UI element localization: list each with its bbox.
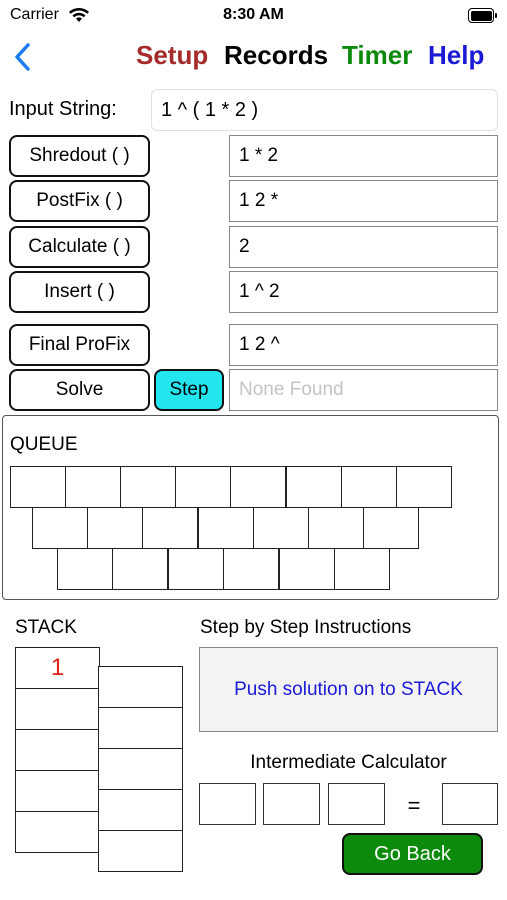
carrier-label: Carrier bbox=[10, 6, 59, 23]
stack-cell bbox=[98, 666, 183, 708]
stack-cell bbox=[15, 770, 100, 812]
postfix-result: 1 2 * bbox=[229, 180, 498, 222]
queue-cell bbox=[142, 507, 198, 549]
queue-cell bbox=[396, 466, 452, 508]
calculator-result bbox=[442, 783, 498, 825]
calculator-operator bbox=[328, 783, 385, 825]
stack-cell bbox=[98, 789, 183, 831]
calculate-button[interactable]: Calculate ( ) bbox=[9, 226, 150, 268]
solve-result-placeholder: None Found bbox=[239, 379, 344, 400]
input-string-label: Input String: bbox=[9, 98, 117, 120]
instructions-title: Step by Step Instructions bbox=[200, 617, 412, 638]
tab-setup[interactable]: Setup bbox=[136, 40, 209, 70]
calculator-equals: = bbox=[407, 793, 421, 818]
instructions-box: Push solution on to STACK bbox=[199, 647, 498, 732]
input-string-field[interactable]: 1 ^ ( 1 * 2 ) bbox=[151, 89, 498, 131]
battery-icon bbox=[468, 8, 498, 23]
tab-help[interactable]: Help bbox=[428, 40, 485, 70]
solve-button[interactable]: Solve bbox=[9, 369, 150, 411]
solve-result-field: None Found bbox=[229, 369, 498, 411]
queue-cell bbox=[279, 548, 335, 590]
queue-cell bbox=[65, 466, 121, 508]
queue-cell bbox=[87, 507, 143, 549]
calculate-result: 2 bbox=[229, 226, 498, 268]
tab-records[interactable]: Records bbox=[224, 40, 329, 70]
queue-cell bbox=[198, 507, 254, 549]
stack-cell-top: 1 bbox=[15, 647, 100, 689]
queue-cell bbox=[334, 548, 390, 590]
insert-result: 1 ^ 2 bbox=[229, 271, 498, 313]
queue-cell bbox=[363, 507, 419, 549]
stack-top-value: 1 bbox=[50, 654, 65, 681]
queue-title: QUEUE bbox=[10, 434, 78, 455]
final-profix-result: 1 2 ^ bbox=[229, 324, 498, 366]
queue-cell bbox=[308, 507, 364, 549]
queue-cell bbox=[175, 466, 231, 508]
final-profix-button[interactable]: Final ProFix bbox=[9, 324, 150, 366]
stack-cell bbox=[98, 830, 183, 872]
queue-cell bbox=[230, 466, 286, 508]
queue-cell bbox=[32, 507, 88, 549]
queue-cell bbox=[341, 466, 397, 508]
queue-cell bbox=[112, 548, 168, 590]
queue-cell bbox=[253, 507, 309, 549]
calculator-title: Intermediate Calculator bbox=[250, 752, 447, 773]
stack-cell bbox=[15, 729, 100, 771]
calculator-operand-2 bbox=[263, 783, 320, 825]
wifi-icon bbox=[69, 7, 89, 22]
queue-cell bbox=[168, 548, 224, 590]
stack-title: STACK bbox=[15, 617, 77, 638]
queue-cell bbox=[10, 466, 66, 508]
calculator-operand-1 bbox=[199, 783, 256, 825]
stack-cell bbox=[15, 811, 100, 853]
shredout-result: 1 * 2 bbox=[229, 135, 498, 177]
postfix-button[interactable]: PostFix ( ) bbox=[9, 180, 150, 222]
shredout-button[interactable]: Shredout ( ) bbox=[9, 135, 150, 177]
instructions-text: Push solution on to STACK bbox=[234, 678, 463, 700]
status-time: 8:30 AM bbox=[223, 6, 284, 23]
stack-cell bbox=[98, 707, 183, 749]
input-string-value: 1 ^ ( 1 * 2 ) bbox=[161, 98, 259, 121]
status-carrier: Carrier bbox=[10, 6, 59, 24]
insert-button[interactable]: Insert ( ) bbox=[9, 271, 150, 313]
queue-panel bbox=[2, 415, 499, 600]
queue-cell bbox=[286, 466, 342, 508]
step-button[interactable]: Step bbox=[154, 369, 224, 411]
tab-timer[interactable]: Timer bbox=[342, 40, 413, 70]
queue-cell bbox=[120, 466, 176, 508]
queue-cell bbox=[57, 548, 113, 590]
go-back-button[interactable]: Go Back bbox=[342, 833, 483, 875]
back-chevron-icon[interactable] bbox=[12, 42, 32, 72]
stack-cell bbox=[98, 748, 183, 790]
queue-cell bbox=[223, 548, 279, 590]
stack-cell bbox=[15, 688, 100, 730]
